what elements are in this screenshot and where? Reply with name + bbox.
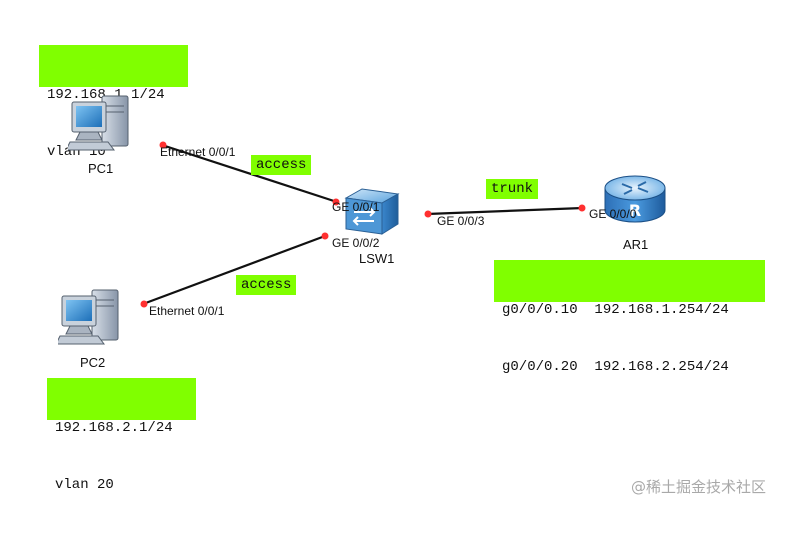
port-dot-lsw1-g1 [332,198,340,206]
pc2-port-label: Ethernet 0/0/1 [149,304,225,318]
pc2-ip: 192.168.2.1/24 [55,420,173,436]
lsw1-port-g3: GE 0/0/3 [437,214,485,228]
lsw1-port-g2: GE 0/0/2 [332,236,380,250]
pc2-note: 192.168.2.1/24 vlan 20 [47,378,196,493]
pc1-note: 192.168.1.1/24 vlan 10 [39,45,188,160]
topology-canvas: 192.168.1.1/24 vlan 10 PC1 Ethernet 0/0/… [39,45,767,496]
svg-text:R: R [629,201,641,220]
desktop-pc-icon [65,95,129,151]
lsw1-name: LSW1 [359,251,395,266]
port-dot-ar1 [578,204,586,212]
port-dot-pc2 [140,300,148,308]
pc2-device[interactable] [55,286,130,351]
pc1-name: PC1 [88,161,114,176]
port-dot-lsw1-g3 [424,210,432,218]
link-lsw1-ar1-tag: trunk [486,179,539,199]
ar1-name: AR1 [623,237,649,252]
ar1-device[interactable]: R [600,170,670,232]
ar1-note: g0/0/0.10 192.168.1.254/24 g0/0/0.20 192… [494,260,765,375]
links-layer [140,141,586,308]
pc2-name: PC2 [80,355,106,370]
link-pc2-lsw1[interactable] [142,234,326,306]
lsw1-port-g1: GE 0/0/1 [332,200,380,214]
router-icon: R [604,175,666,223]
lsw1-device[interactable] [340,186,402,238]
desktop-pc-icon [55,289,119,345]
switch-icon [344,188,400,235]
port-dot-pc1 [159,141,167,149]
watermark-text: @稀土掘金技术社区 [631,478,767,496]
link-pc1-tag: access [251,155,312,175]
link-pc1-lsw1[interactable] [161,143,338,204]
link-lsw1-ar1[interactable] [426,206,584,216]
pc1-port-label: Ethernet 0/0/1 [160,145,236,159]
pc2-vlan: vlan 20 [55,477,114,493]
ar1-port-label: GE 0/0/0 [589,207,637,221]
ar1-subif-20: g0/0/0.20 192.168.2.254/24 [502,359,729,375]
link-pc2-tag: access [236,275,297,295]
pc1-device[interactable] [65,92,140,157]
pc1-ip: 192.168.1.1/24 [47,87,165,103]
port-dot-lsw1-g2 [321,232,329,240]
ar1-subif-10: g0/0/0.10 192.168.1.254/24 [502,302,729,318]
